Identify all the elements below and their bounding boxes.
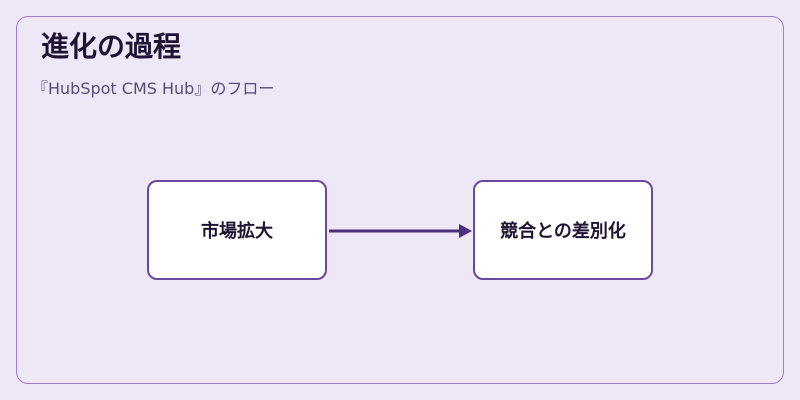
node-label: 競合との差別化 bbox=[500, 221, 626, 242]
node-competitive-differentiation: 競合との差別化 bbox=[473, 180, 653, 280]
node-market-expansion: 市場拡大 bbox=[147, 180, 327, 280]
diagram-subtitle: 『HubSpot CMS Hub』のフロー bbox=[32, 79, 275, 98]
diagram-card bbox=[16, 16, 784, 384]
diagram-title: 進化の過程 bbox=[41, 30, 182, 63]
node-label: 市場拡大 bbox=[201, 221, 273, 242]
